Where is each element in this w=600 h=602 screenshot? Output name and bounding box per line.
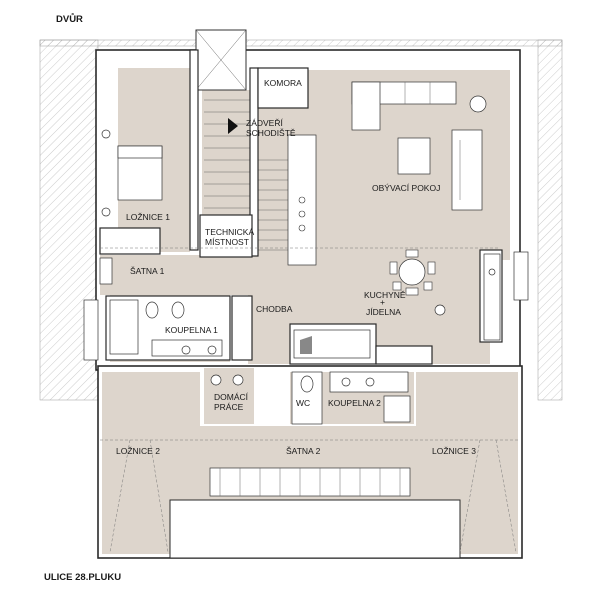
room-obyvaci-pokoj: OBÝVACÍ POKOJ [372, 183, 440, 193]
staircases [195, 29, 317, 266]
room-zadveri-label-1: ZÁDVEŘÍ [246, 118, 283, 128]
wardrobe-rail [209, 467, 411, 497]
room-wc: WC [296, 398, 310, 408]
dining-table [389, 249, 446, 316]
room-komora: KOMORA [264, 78, 302, 88]
room-loznice-3: LOŽNICE 3 [432, 446, 476, 456]
room-satna-1: ŠATNA 1 [130, 266, 165, 276]
room-loznice-1: LOŽNICE 1 [126, 212, 170, 222]
hatched-boundaries [39, 39, 563, 401]
room-technicka-2: MÍSTNOST [205, 237, 249, 247]
windows [83, 251, 529, 361]
bathroom-1-fixtures [109, 299, 223, 357]
room-jidelna: JÍDELNA [366, 307, 401, 317]
room-plus: + [380, 297, 385, 307]
room-zadveri-label-2: SCHODIŠTĚ [246, 128, 296, 138]
room-koupelna-1: KOUPELNA 1 [165, 325, 218, 335]
room-domaci-prace-1: DOMÁCÍ [214, 392, 249, 402]
room-satna-2: ŠATNA 2 [286, 446, 321, 456]
room-technicka-1: TECHNICKÁ [205, 227, 254, 237]
labels: DVŮR ULICE 28.PLUKU LOŽNICE 1 ŠATNA 1 KO… [44, 13, 476, 583]
label-street: ULICE 28.PLUKU [44, 572, 121, 583]
lower-service-fixtures [210, 371, 411, 425]
room-domaci-prace-2: PRÁCE [214, 402, 244, 412]
kitchen [293, 253, 501, 359]
room-koupelna-2: KOUPELNA 2 [328, 398, 381, 408]
room-chodba: CHODBA [256, 304, 293, 314]
label-courtyard: DVŮR [56, 13, 83, 25]
roof-lines [100, 247, 518, 553]
living-furniture [351, 81, 487, 211]
bed-loznice-1 [101, 129, 163, 217]
room-kuchyne: KUCHYNĚ [364, 290, 406, 300]
room-loznice-2: LOŽNICE 2 [116, 446, 160, 456]
